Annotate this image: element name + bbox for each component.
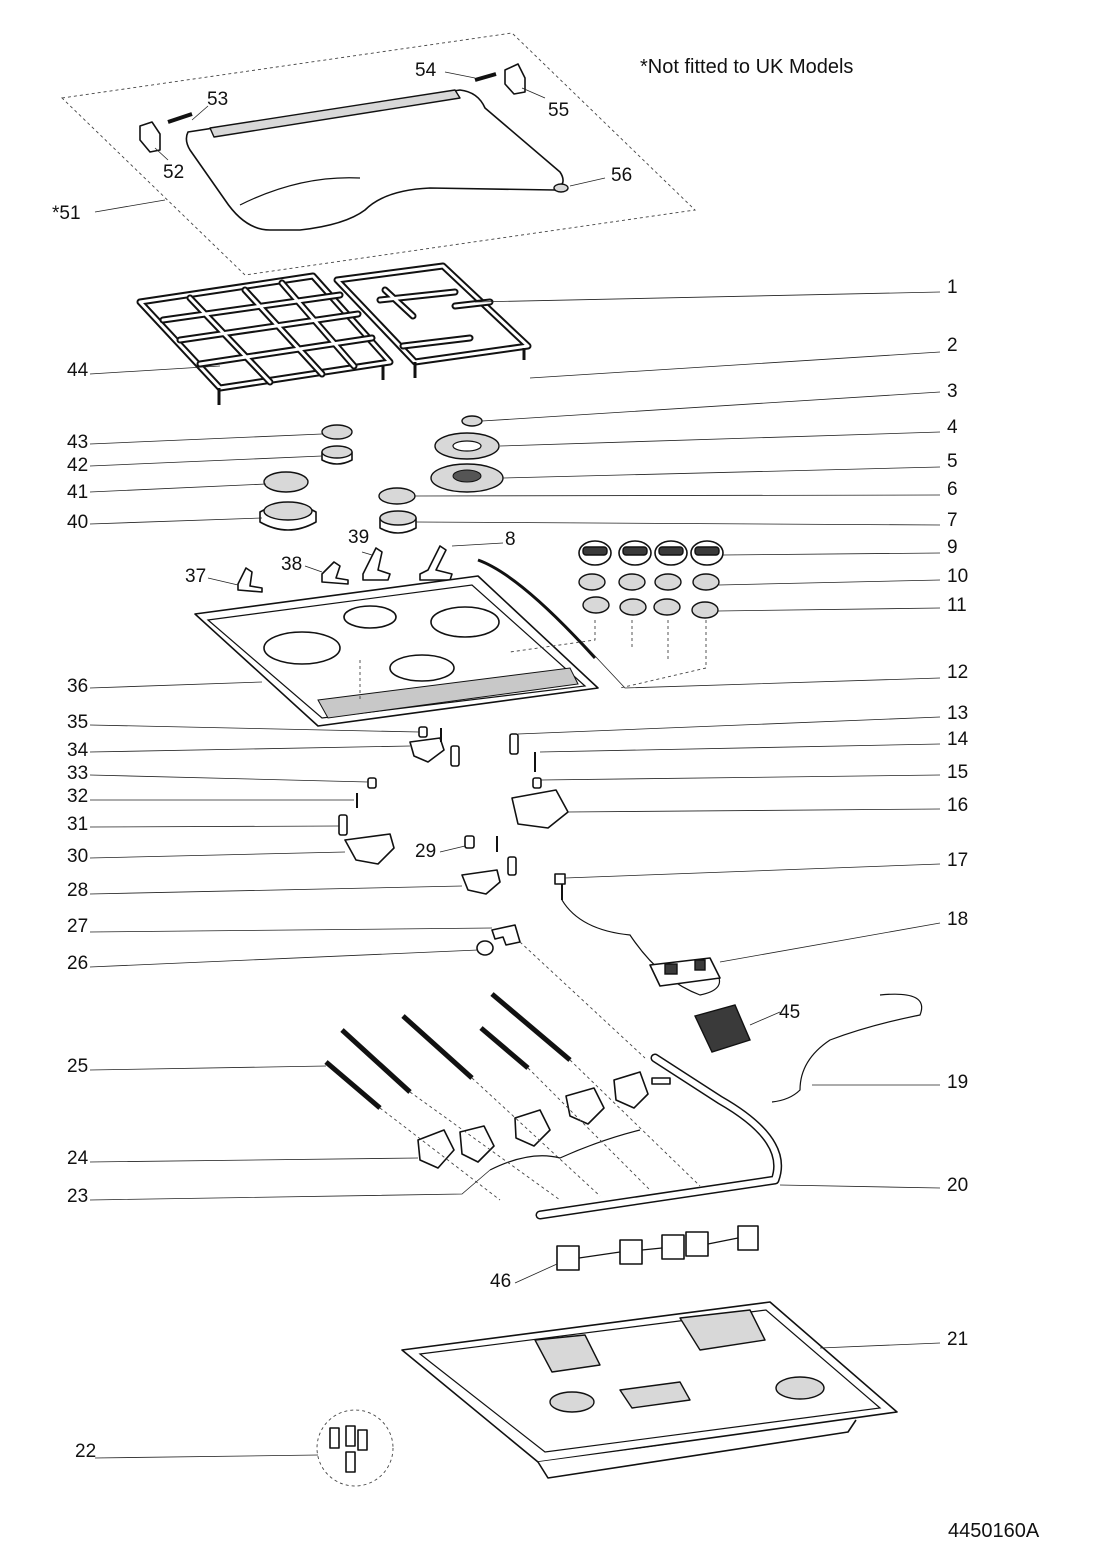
callout-43: 43	[67, 432, 88, 453]
burner-medium	[378, 487, 417, 534]
callout-45: 45	[779, 1002, 800, 1023]
callout-21: 21	[947, 1329, 968, 1350]
callout-40: 40	[67, 512, 88, 533]
callout-12: 12	[947, 662, 968, 683]
callout-55: 55	[548, 100, 569, 121]
clip-set	[316, 1409, 394, 1487]
callout-3: 3	[947, 381, 958, 402]
burner-rapid	[259, 471, 317, 531]
fittings	[476, 924, 521, 956]
base-tray	[401, 1301, 898, 1479]
callout-56: 56	[611, 165, 632, 186]
callout-31: 31	[67, 814, 88, 835]
callout-41: 41	[67, 482, 88, 503]
callout-26: 26	[67, 953, 88, 974]
callout-13: 13	[947, 703, 968, 724]
callout-17: 17	[947, 850, 968, 871]
callout-leaders	[89, 71, 941, 1459]
callout-46: 46	[490, 1271, 511, 1292]
callout-18: 18	[947, 909, 968, 930]
brackets	[237, 545, 453, 593]
callout-1: 1	[947, 277, 958, 298]
callout-15: 15	[947, 762, 968, 783]
burner-wok	[430, 415, 504, 493]
callout-28: 28	[67, 880, 88, 901]
callout-11: 11	[947, 595, 967, 616]
callout-29: 29	[415, 841, 436, 862]
callout-8: 8	[505, 529, 516, 550]
callout-42: 42	[67, 455, 88, 476]
spark-generator	[556, 1225, 759, 1271]
callout-25: 25	[67, 1056, 88, 1077]
gas-rail	[535, 1053, 783, 1220]
callout-27: 27	[67, 916, 88, 937]
gas-taps	[417, 1071, 649, 1171]
burner-cups-and-injectors	[338, 726, 569, 895]
callout-20: 20	[947, 1175, 968, 1196]
callout-labels: 1 2 3 4 5 6 7 8 9 10 11 12 13 14 15 16 1…	[52, 60, 969, 1462]
callout-44: 44	[67, 360, 89, 381]
callout-24: 24	[67, 1148, 89, 1169]
pan-support-small	[333, 262, 532, 378]
control-knobs	[578, 540, 724, 619]
injector-pipes	[324, 992, 572, 1110]
not-fitted-note: *Not fitted to UK Models	[640, 56, 853, 78]
hob-top	[194, 558, 599, 727]
callout-35: 35	[67, 712, 88, 733]
glass-lid-assembly	[61, 32, 696, 276]
callout-5: 5	[947, 451, 958, 472]
callout-16: 16	[947, 795, 968, 816]
callout-14: 14	[947, 729, 969, 750]
callout-37: 37	[185, 566, 206, 587]
drawing-code: 4450160A	[948, 1520, 1040, 1542]
callout-4: 4	[947, 417, 958, 438]
callout-36: 36	[67, 676, 88, 697]
callout-54: 54	[415, 60, 437, 81]
callout-32: 32	[67, 786, 88, 807]
callout-2: 2	[947, 335, 958, 356]
callout-33: 33	[67, 763, 88, 784]
callout-6: 6	[947, 479, 958, 500]
callout-34: 34	[67, 740, 89, 761]
burner-small	[321, 424, 353, 465]
assembly-guide-lines	[359, 620, 707, 1201]
callout-9: 9	[947, 537, 958, 558]
callout-19: 19	[947, 1072, 968, 1093]
callout-39: 39	[348, 527, 369, 548]
callout-7: 7	[947, 510, 958, 531]
callout-23: 23	[67, 1186, 88, 1207]
callout-52: 52	[163, 162, 184, 183]
pan-support-large	[136, 272, 394, 405]
callout-51: *51	[52, 203, 81, 224]
callout-38: 38	[281, 554, 302, 575]
callout-53: 53	[207, 89, 228, 110]
callout-22: 22	[75, 1441, 96, 1462]
callout-10: 10	[947, 566, 968, 587]
callout-30: 30	[67, 846, 88, 867]
ignition-parts	[554, 873, 923, 1103]
